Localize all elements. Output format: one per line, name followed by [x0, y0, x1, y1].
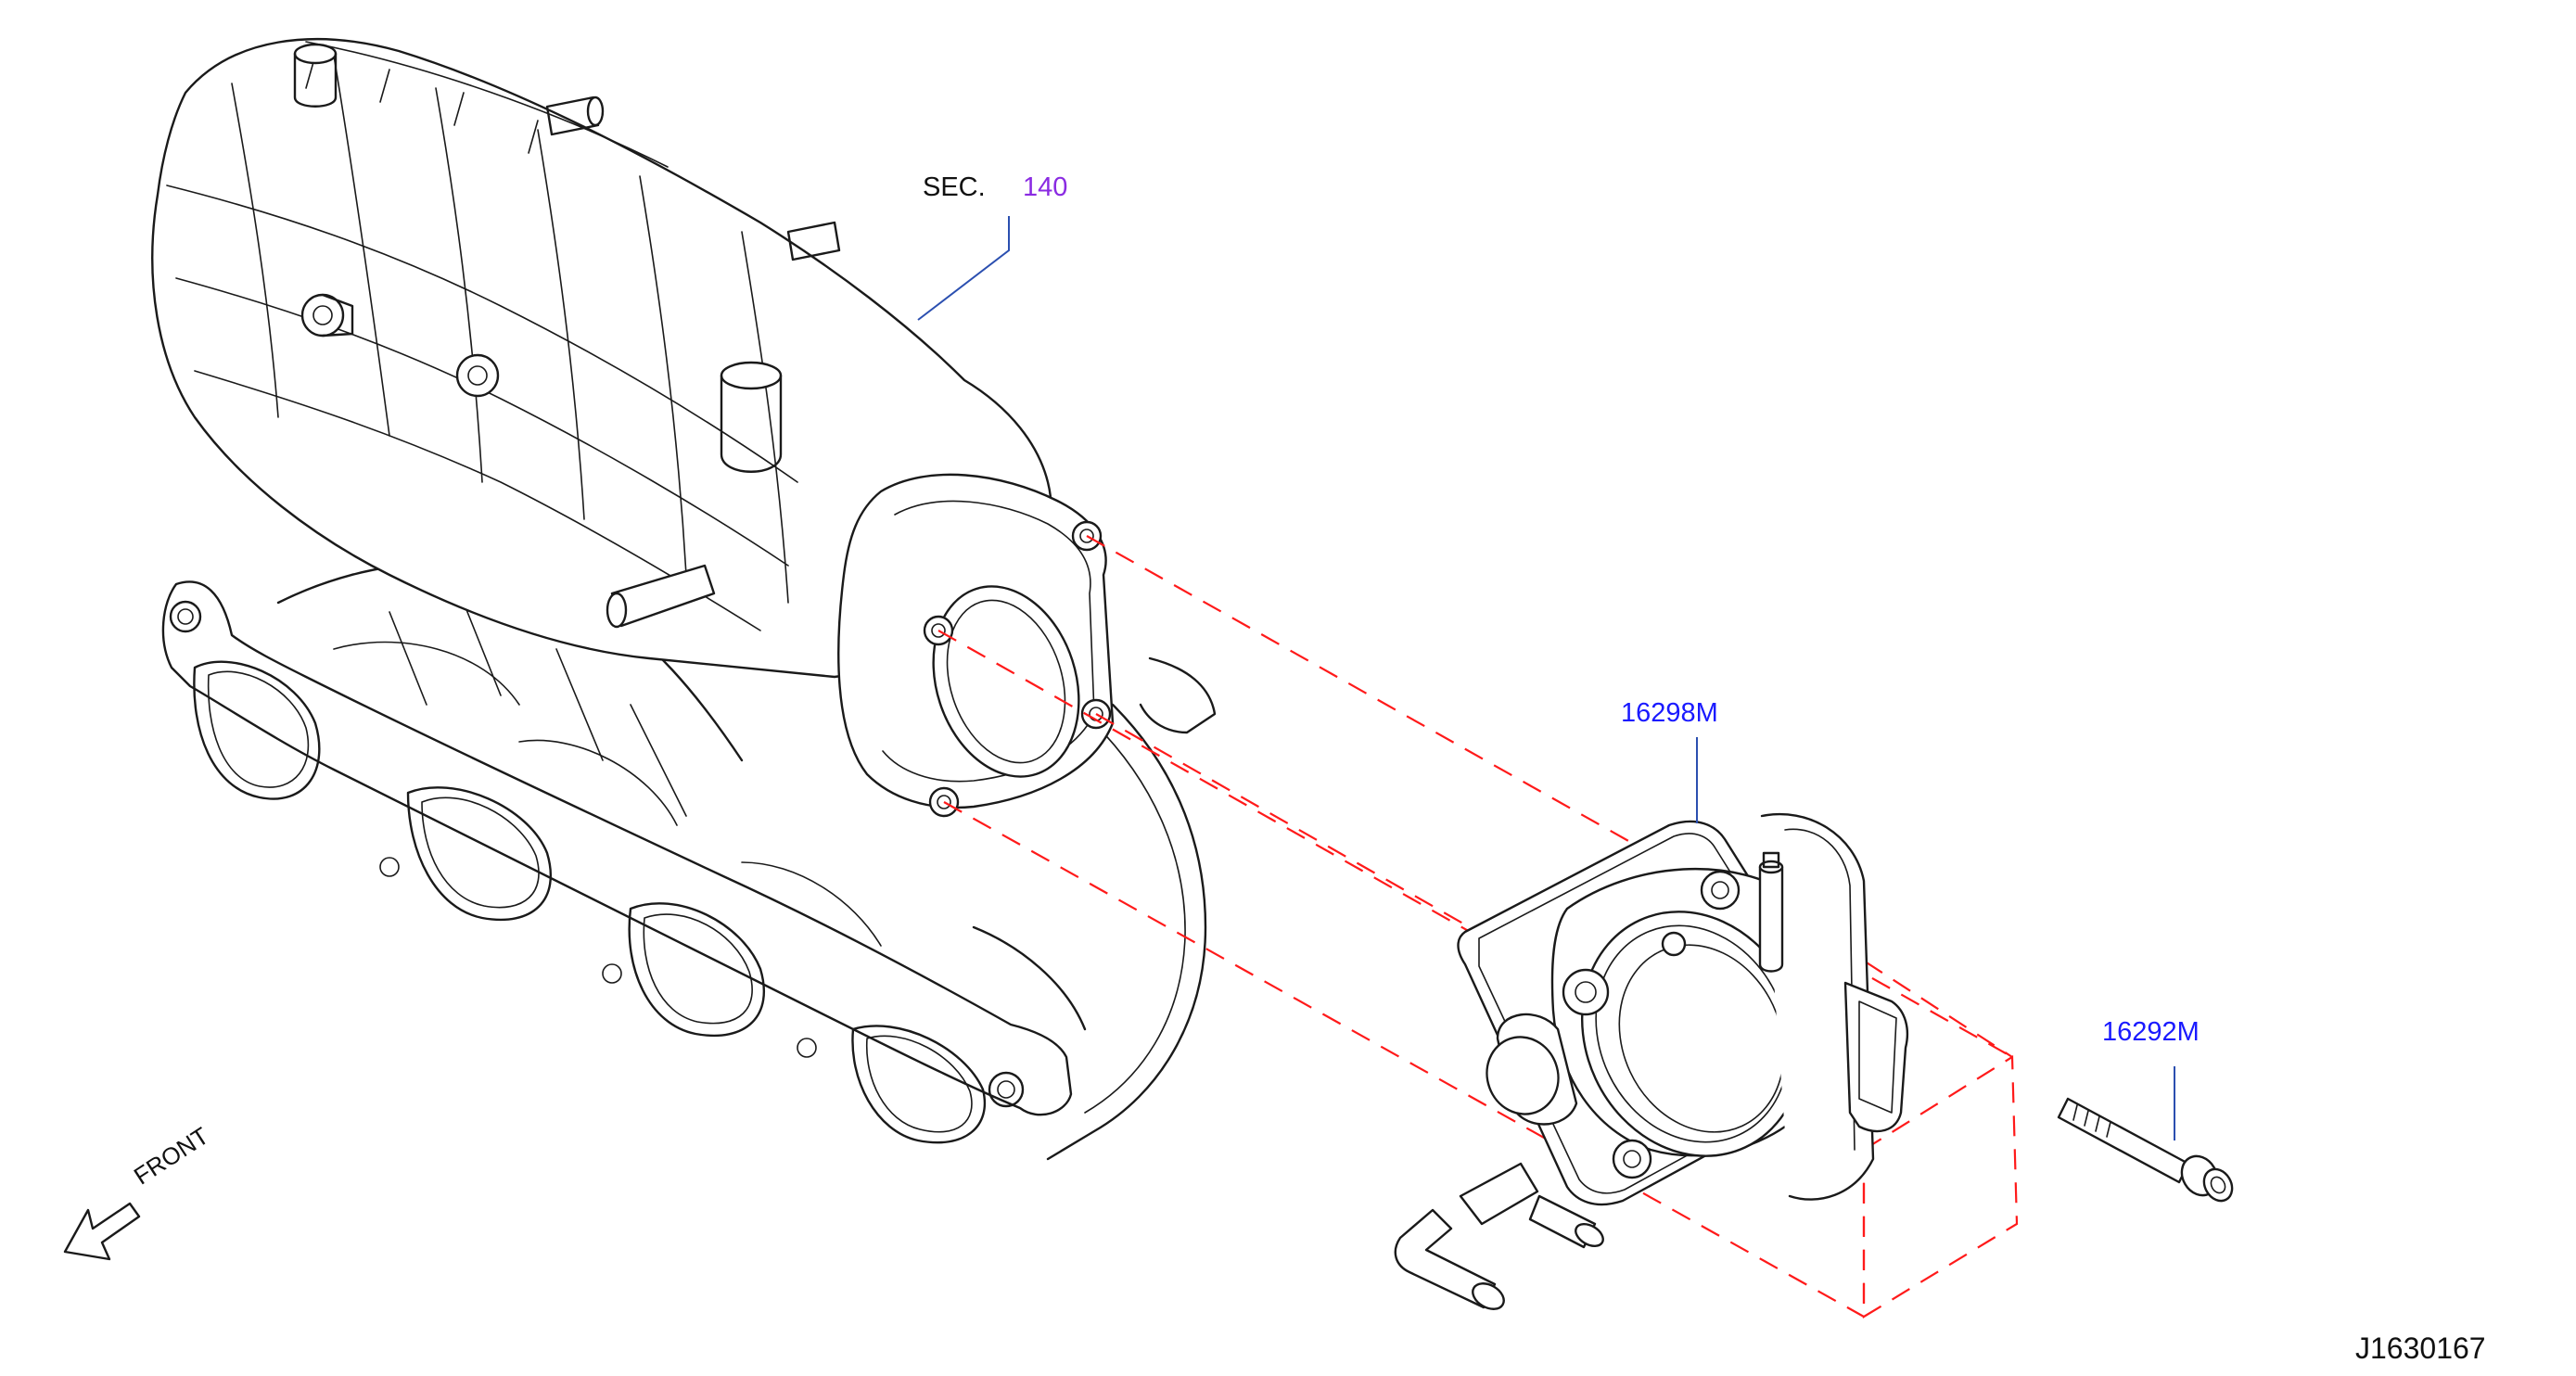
- front-arrow-icon: [63, 1202, 141, 1261]
- manifold-throttle-flange: [837, 473, 1217, 818]
- vacuum-nipples: [293, 43, 841, 629]
- part-number-throttle-body[interactable]: 16298M: [1621, 698, 1718, 728]
- diagram-id: J1630167: [2355, 1331, 2486, 1365]
- section-ref-link[interactable]: 140: [1023, 172, 1068, 202]
- section-ref-prefix: SEC.: [923, 172, 986, 202]
- throttle-body[interactable]: [1394, 812, 1909, 1314]
- leader-lines: [917, 216, 2175, 1140]
- runner-ports: [193, 660, 986, 1144]
- intake-manifold[interactable]: [151, 38, 1217, 1161]
- part-number-bolt[interactable]: 16292M: [2102, 1017, 2200, 1047]
- coolant-pipes: [1394, 1162, 1604, 1310]
- bolt[interactable]: [2057, 1097, 2238, 1206]
